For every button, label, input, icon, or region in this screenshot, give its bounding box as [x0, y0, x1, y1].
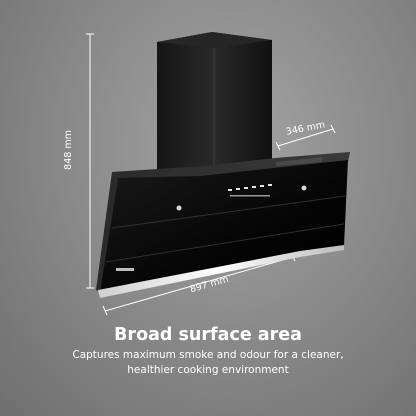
chimney-hood [96, 32, 350, 298]
depth-dimension: 346 mm [275, 119, 336, 151]
led-light-left [176, 205, 182, 211]
control-panel [228, 184, 272, 197]
depth-label: 346 mm [285, 119, 326, 137]
height-dimension: 848 mm [63, 33, 94, 289]
steel-trim [98, 245, 344, 298]
glass-panel [100, 160, 348, 292]
led-light-right [301, 185, 307, 191]
headline: Broad surface area [114, 325, 302, 345]
brand-badge [116, 268, 134, 271]
canopy-top [112, 152, 350, 180]
height-label: 848 mm [63, 130, 74, 170]
subtitle-line-1: Captures maximum smoke and odour for a c… [72, 349, 344, 361]
subtitle-line-2: healthier cooking environment [127, 364, 289, 376]
